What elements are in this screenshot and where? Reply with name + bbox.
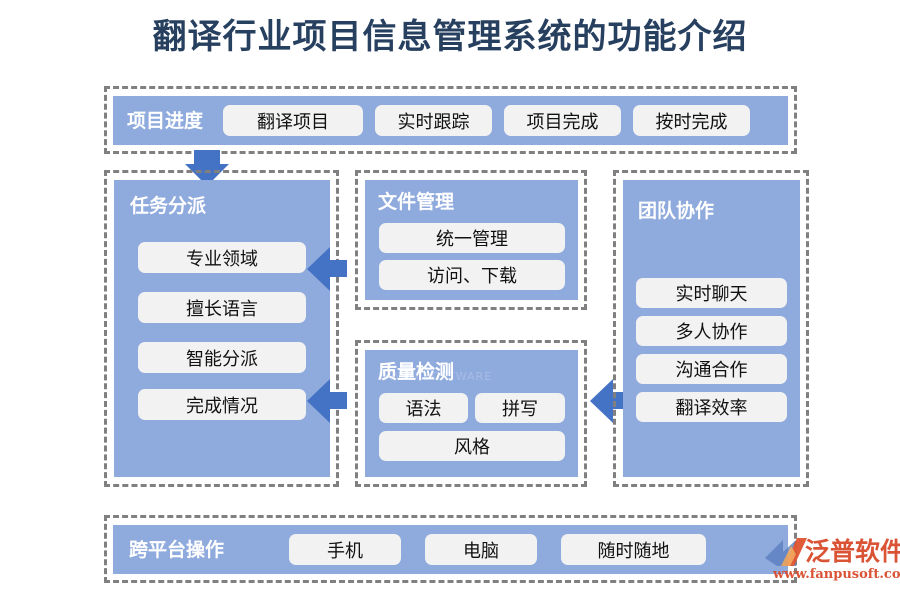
cross-platform-panel: 跨平台操作 手机 电脑 随时随地 [113, 525, 788, 574]
quality-chip-3[interactable]: 风格 [379, 431, 565, 461]
arrow-left-stem-quality-icon [330, 392, 347, 409]
assignment-chip-2[interactable]: 擅长语言 [138, 292, 306, 323]
watermark-logo: 泛普软件 www.fanpusoft.com [763, 534, 900, 594]
fanpu-logo-icon [765, 538, 807, 566]
team-title: 团队协作 [638, 200, 715, 222]
assignment-chip-1[interactable]: 专业领域 [138, 242, 306, 273]
file-panel: 文件管理 统一管理 访问、下载 [365, 180, 578, 300]
watermark-url: www.fanpusoft.com [773, 567, 900, 582]
assignment-section-border [104, 170, 339, 487]
quality-title: 质量检测 [378, 361, 455, 383]
arrow-left-stem-file-icon [330, 260, 347, 277]
progress-title: 项目进度 [127, 109, 204, 132]
cross-platform-title: 跨平台操作 [129, 538, 225, 561]
cross-platform-chip-1[interactable]: 手机 [289, 534, 401, 565]
progress-chip-4[interactable]: 按时完成 [633, 105, 750, 136]
assignment-chip-4[interactable]: 完成情况 [138, 389, 306, 420]
quality-panel: 质量检测 语法 拼写 风格 [365, 350, 578, 477]
file-section-border [355, 170, 587, 310]
team-chip-3[interactable]: 沟通合作 [636, 354, 787, 384]
quality-section-border [355, 340, 587, 487]
assignment-title: 任务分派 [130, 195, 207, 217]
file-title: 文件管理 [378, 191, 455, 213]
progress-panel: 项目进度 翻译项目 实时跟踪 项目完成 按时完成 [113, 96, 788, 145]
arrow-down-stem-icon [194, 150, 220, 164]
arrow-left-quality-to-assignment-icon [307, 379, 330, 423]
quality-chip-2[interactable]: 拼写 [475, 393, 565, 423]
arrow-left-team-to-quality-icon [590, 379, 613, 423]
progress-chip-3[interactable]: 项目完成 [504, 105, 621, 136]
progress-chip-2[interactable]: 实时跟踪 [375, 105, 492, 136]
page-title: 翻译行业项目信息管理系统的功能介绍 [152, 17, 748, 57]
watermark-brand: 泛普软件 [805, 537, 900, 566]
cross-platform-chip-2[interactable]: 电脑 [425, 534, 537, 565]
assignment-chip-3[interactable]: 智能分派 [138, 342, 306, 373]
cross-platform-chip-3[interactable]: 随时随地 [561, 534, 706, 565]
team-chip-1[interactable]: 实时聊天 [636, 278, 787, 308]
progress-chip-1[interactable]: 翻译项目 [223, 105, 363, 136]
progress-section-border [104, 86, 797, 154]
file-chip-1[interactable]: 统一管理 [379, 223, 565, 253]
arrow-left-file-to-assignment-icon [307, 247, 330, 291]
team-chip-4[interactable]: 翻译效率 [636, 392, 787, 422]
team-chip-2[interactable]: 多人协作 [636, 316, 787, 346]
file-chip-2[interactable]: 访问、下载 [379, 260, 565, 290]
team-section-border [613, 170, 809, 487]
assignment-panel: 任务分派 专业领域 擅长语言 智能分派 完成情况 [114, 180, 330, 477]
quality-chip-1[interactable]: 语法 [379, 393, 468, 423]
team-panel: 团队协作 实时聊天 多人协作 沟通合作 翻译效率 [623, 180, 800, 477]
